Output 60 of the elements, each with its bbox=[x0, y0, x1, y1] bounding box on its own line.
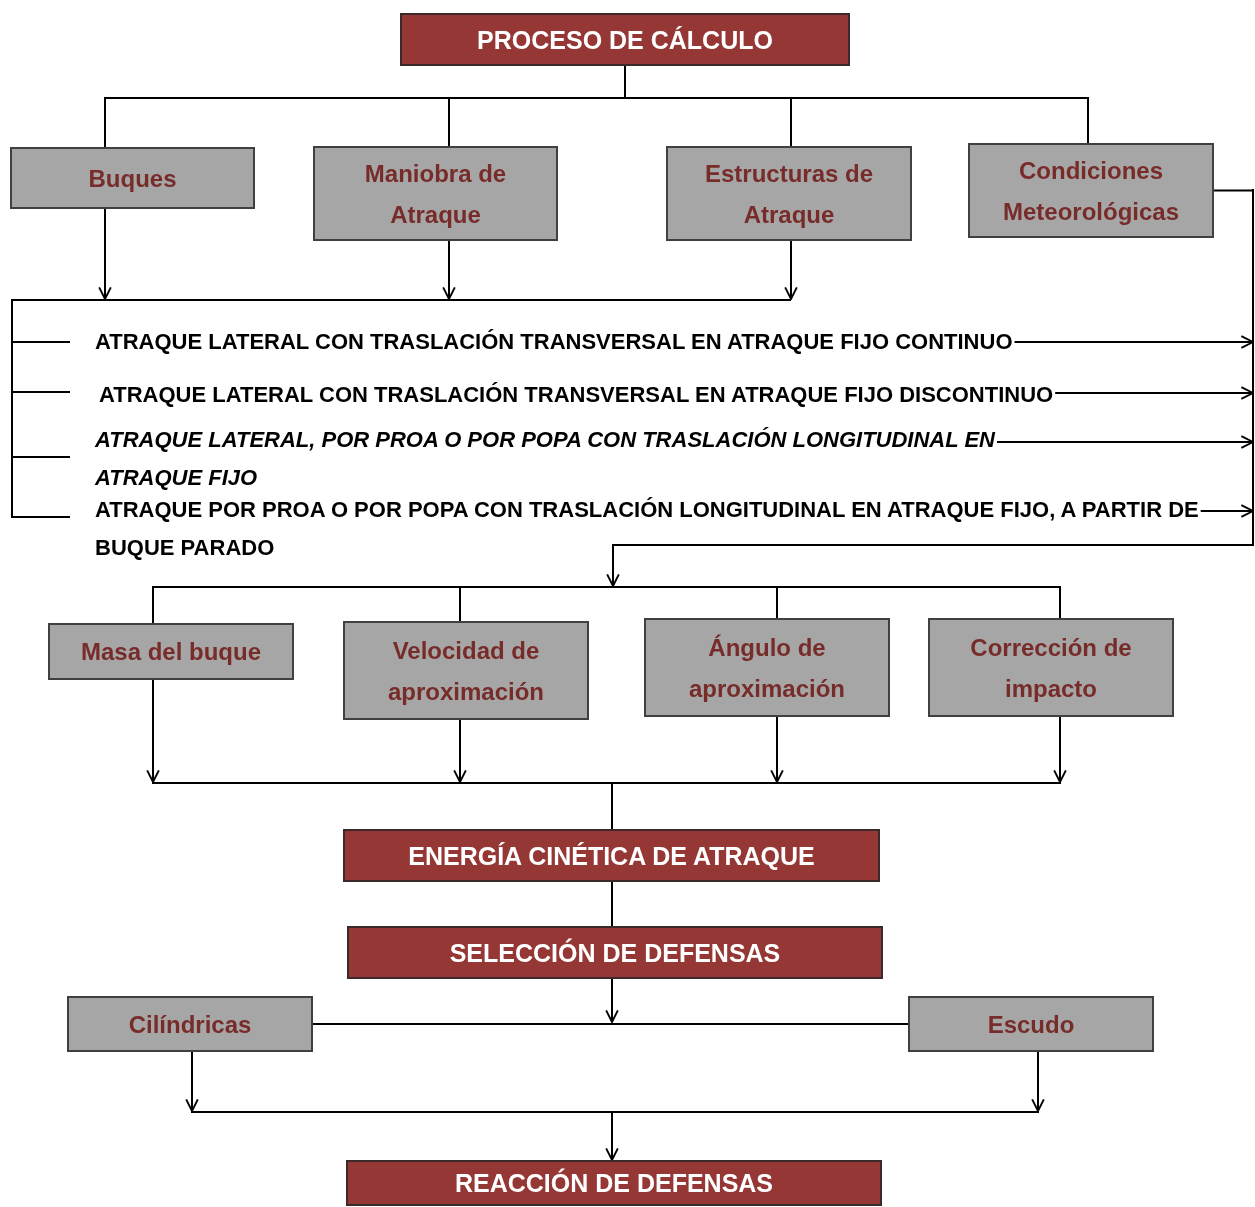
process-box bbox=[644, 618, 890, 717]
process-box bbox=[48, 623, 294, 680]
box-label: Condiciones Meteorológicas bbox=[1001, 155, 1180, 227]
junction-line bbox=[11, 299, 791, 301]
box-label: Maniobra de Atraque bbox=[363, 158, 508, 230]
box-label: SELECCIÓN DE DEFENSAS bbox=[449, 937, 781, 968]
process-box bbox=[67, 996, 313, 1052]
arrow bbox=[606, 544, 1254, 587]
title-box bbox=[346, 1160, 882, 1206]
title-box bbox=[343, 829, 880, 882]
connector-line bbox=[776, 586, 778, 619]
junction-line bbox=[152, 586, 1061, 588]
title-box bbox=[400, 13, 850, 66]
box-label: PROCESO DE CÁLCULO bbox=[477, 24, 773, 55]
arrow bbox=[1031, 1051, 1045, 1112]
connector-line bbox=[312, 1023, 909, 1025]
connector-line bbox=[611, 881, 613, 927]
box-label: Cilíndricas bbox=[127, 1009, 253, 1040]
connector-line bbox=[611, 782, 613, 830]
box-label: REACCIÓN DE DEFENSAS bbox=[454, 1168, 774, 1198]
connector-line bbox=[459, 586, 461, 622]
junction-line bbox=[152, 782, 1061, 784]
arrow bbox=[146, 679, 160, 783]
box-label: ENERGÍA CINÉTICA DE ATRAQUE bbox=[408, 840, 815, 871]
process-box bbox=[968, 143, 1214, 238]
title-box bbox=[347, 926, 883, 979]
connector-line bbox=[1059, 586, 1061, 619]
arrow bbox=[1013, 335, 1254, 349]
box-label: Velocidad de aproximación bbox=[386, 635, 545, 707]
process-box bbox=[666, 146, 912, 241]
process-box bbox=[908, 996, 1154, 1052]
junction-line bbox=[1252, 189, 1254, 546]
arrow bbox=[1053, 716, 1067, 783]
arrow bbox=[1199, 504, 1254, 518]
process-box bbox=[10, 147, 255, 209]
arrow bbox=[1054, 386, 1254, 400]
process-box bbox=[928, 618, 1174, 717]
junction-line bbox=[191, 1111, 1039, 1113]
box-label: Ángulo de aproximación bbox=[687, 632, 846, 704]
box-label: Buques bbox=[87, 163, 178, 194]
arrow bbox=[770, 716, 784, 783]
arrow bbox=[605, 1111, 619, 1161]
arrow bbox=[98, 208, 112, 300]
box-label: Estructuras de Atraque bbox=[703, 158, 875, 230]
process-box bbox=[313, 146, 558, 241]
arrow bbox=[784, 240, 798, 300]
arrow bbox=[996, 435, 1254, 449]
option-text: ATRAQUE LATERAL CON TRASLACIÓN TRANSVERSAL EN ATRAQUE FIJO CONTINUO bbox=[70, 323, 1021, 361]
arrow bbox=[605, 978, 619, 1023]
box-label: Corrección de impacto bbox=[969, 632, 1133, 704]
arrow bbox=[185, 1051, 199, 1112]
connector-line bbox=[1213, 189, 1254, 192]
process-box bbox=[343, 621, 589, 720]
arrow bbox=[453, 719, 467, 783]
box-label: Escudo bbox=[986, 1009, 1076, 1040]
arrow bbox=[442, 240, 456, 300]
box-label: Masa del buque bbox=[79, 637, 262, 667]
option-text: ATRAQUE LATERAL CON TRASLACIÓN TRANSVERSAL EN ATRAQUE FIJO DISCONTINUO bbox=[70, 376, 1062, 414]
connector-line bbox=[152, 586, 154, 624]
connector-line bbox=[11, 299, 71, 518]
